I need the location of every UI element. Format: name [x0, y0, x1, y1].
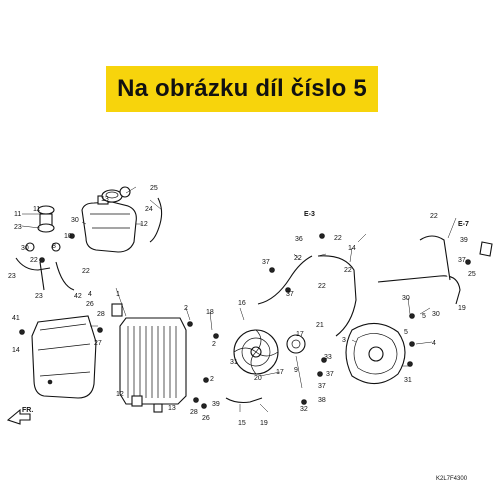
- callout-2-mid: 2: [212, 341, 216, 348]
- callout-40: 39: [212, 401, 220, 408]
- long-pipe-19: [377, 235, 461, 305]
- upper-hose: [257, 255, 313, 305]
- callout-4-right: 4: [432, 340, 436, 347]
- radiator-shroud: [31, 315, 97, 399]
- overflow-tube: [149, 197, 163, 243]
- callout-29-top: 30: [71, 217, 79, 224]
- callout-5-a: 5: [404, 329, 408, 336]
- callout-31: 31: [230, 359, 238, 366]
- callout-6: 8: [52, 243, 56, 250]
- callout-25: 25: [468, 271, 476, 278]
- callout-30-b: 30: [432, 311, 440, 318]
- callout-29-left: 30: [21, 245, 29, 252]
- callout-35: 24: [145, 206, 153, 213]
- callout-26-left: 26: [86, 301, 94, 308]
- callout-9: 11: [14, 211, 21, 218]
- callout-21: 17: [296, 331, 304, 338]
- reservoir-tank: [81, 195, 137, 253]
- leader-lines: [21, 186, 457, 413]
- callout-22-top: 22: [334, 235, 342, 242]
- callout-22-a: 18: [206, 309, 214, 316]
- callout-20: 17: [276, 369, 284, 376]
- bypass-pipe: [317, 255, 357, 337]
- callout-8: 10: [64, 233, 72, 240]
- callout-5-b: 5: [422, 313, 426, 320]
- callout-13: 13: [101, 196, 109, 203]
- callout-37-right: 37: [458, 257, 466, 264]
- fan-shroud-right: [345, 322, 406, 385]
- thermostat-fitting: [479, 241, 493, 257]
- diagram-code: K2L7F4300: [436, 476, 468, 482]
- ref-e3: E-3: [304, 211, 315, 218]
- callout-28-top: 28: [97, 311, 105, 318]
- fan-motor: [286, 334, 306, 354]
- callout-1: 1: [116, 291, 120, 298]
- callout-33-right: 33: [324, 354, 332, 361]
- callout-14: 14: [12, 347, 20, 354]
- callout-11-left: 12: [116, 391, 124, 398]
- callout-33: 23: [8, 273, 16, 280]
- radiator: [111, 303, 187, 413]
- callout-17: 15: [238, 420, 246, 427]
- callout-3: 3: [342, 337, 346, 344]
- callout-26-low: 26: [202, 415, 210, 422]
- callout-36: 25: [150, 185, 158, 192]
- callout-38: 37: [286, 291, 294, 298]
- callout-37-top: 36: [295, 236, 303, 243]
- callout-28-low: 28: [190, 409, 198, 416]
- radiator-cap-group: [25, 205, 75, 263]
- callout-27: 27: [94, 340, 102, 347]
- callout-23-mid: 22: [82, 268, 90, 275]
- callout-36-low: 37: [318, 383, 326, 390]
- callout-41: 41: [12, 315, 20, 322]
- callout-42: 42: [74, 293, 82, 300]
- callout-10: 11: [33, 206, 40, 213]
- callout-2-low: 2: [210, 376, 214, 383]
- callout-2-top: 2: [184, 305, 188, 312]
- callout-22-low: 19: [260, 420, 268, 427]
- callout-34: 23: [14, 224, 22, 231]
- callout-22-fan: 20: [254, 375, 262, 382]
- callout-21-top: 22: [294, 255, 302, 262]
- callout-30-a: 30: [402, 295, 410, 302]
- filler-hose: [15, 257, 75, 291]
- callout-labels: 25 13 24 12 11 11 30 23 10 30 8 22 23 23…: [8, 185, 476, 427]
- callout-7: 9: [294, 367, 298, 374]
- front-direction-arrow: FR.: [6, 407, 33, 425]
- callout-18: 16: [238, 300, 246, 307]
- callout-37-mid: 37: [262, 259, 270, 266]
- fasteners: [19, 233, 471, 409]
- part-number-banner: Na obrázku díl číslo 5: [106, 66, 378, 112]
- callout-22-pipe: 22: [344, 267, 352, 274]
- callout-40-right: 39: [460, 237, 468, 244]
- cooling-fan-left: [233, 329, 279, 375]
- callout-32: 32: [300, 406, 308, 413]
- callout-22-b: 21: [316, 322, 324, 329]
- callout-4-left: 4: [88, 291, 92, 298]
- callout-33-b: 23: [35, 293, 43, 300]
- callout-30-c: 31: [404, 377, 412, 384]
- callout-11-right: 13: [168, 405, 176, 412]
- ref-e7: E-7: [458, 221, 469, 228]
- callout-24: 22: [318, 283, 326, 290]
- callout-16: 14: [348, 245, 356, 252]
- callout-23-left: 22: [30, 257, 38, 264]
- lower-hose: [225, 397, 263, 404]
- callout-37-low: 37: [326, 371, 334, 378]
- banner-text: Na obrázku díl číslo 5: [117, 75, 367, 102]
- front-arrow-label: FR.: [22, 407, 33, 414]
- reservoir-cap: [101, 186, 131, 203]
- callout-22-right: 22: [430, 213, 438, 220]
- callout-12: 12: [140, 221, 148, 228]
- callout-39: 38: [318, 397, 326, 404]
- callout-19: 19: [458, 305, 466, 312]
